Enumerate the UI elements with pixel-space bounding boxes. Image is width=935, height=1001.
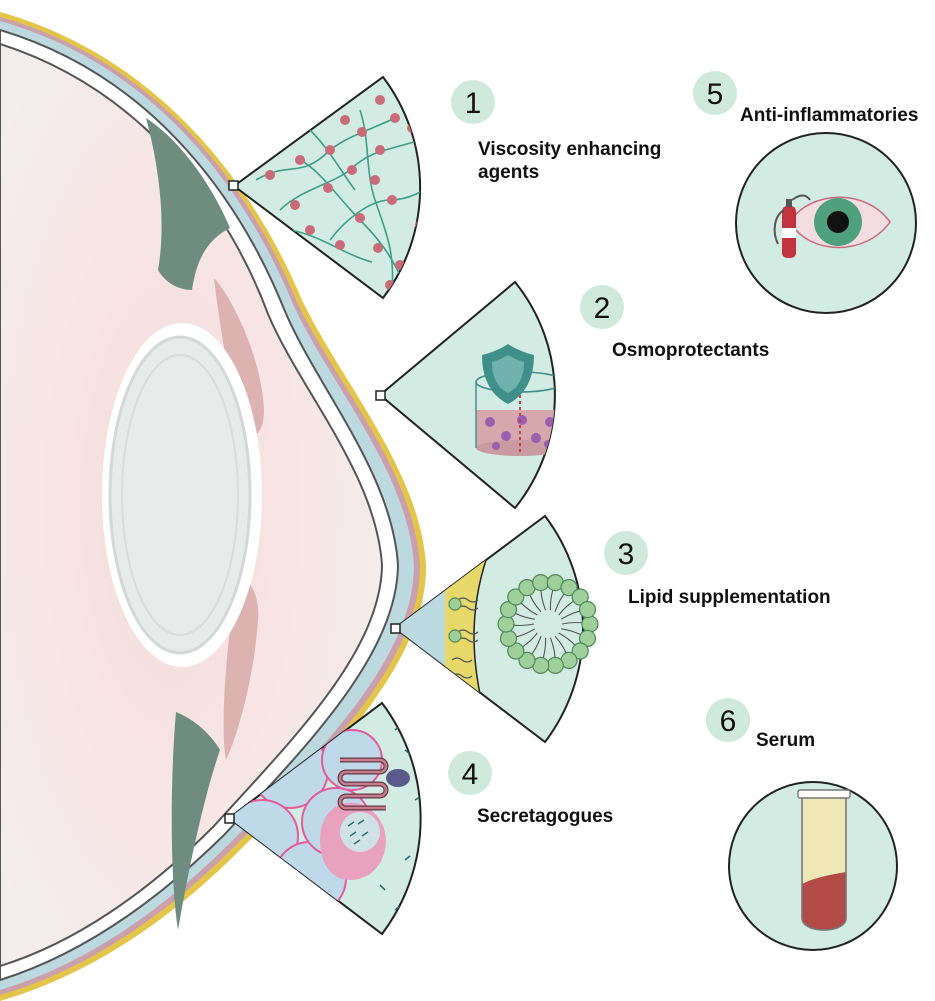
item-1: 1 Viscosity enhancing agents (451, 80, 661, 183)
label-2: Osmoprotectants (612, 340, 769, 361)
marker-viscosity (229, 181, 238, 190)
marker-osmoprotectants (376, 391, 385, 400)
number-2: 2 (594, 292, 611, 325)
label-5: Anti-inflammatories (740, 105, 918, 126)
wedge-osmoprotectants (376, 282, 564, 508)
micelle-head (501, 630, 517, 646)
wedge-osmoprotectants-shape (380, 282, 555, 508)
micelle-head (498, 616, 514, 632)
label-1-line-1: Viscosity enhancing (478, 139, 661, 160)
label-6: Serum (756, 730, 815, 751)
circle-serum (729, 782, 897, 950)
item-5: 5 Anti-inflammatories (693, 71, 918, 126)
label-3: Lipid supplementation (628, 587, 831, 608)
marker-lipid (391, 624, 400, 633)
marker-secretagogues (225, 814, 234, 823)
lens (110, 337, 250, 653)
item-2: 2 Osmoprotectants (580, 285, 769, 361)
item-6: 6 Serum (706, 698, 815, 751)
label-1-line-2: agents (478, 162, 539, 183)
micelle-head (533, 575, 549, 591)
item-3: 3 Lipid supplementation (604, 531, 831, 608)
number-1: 1 (465, 87, 482, 120)
pupil-icon (827, 211, 849, 233)
micelle-head (582, 616, 598, 632)
circle-anti-inflammatories (736, 133, 916, 313)
test-tube-icon (798, 790, 850, 930)
item-4: 4 Secretagogues (448, 751, 613, 827)
number-5: 5 (707, 78, 724, 111)
micelle-head (580, 602, 596, 618)
number-4: 4 (462, 758, 479, 791)
number-3: 3 (618, 538, 635, 571)
number-6: 6 (720, 705, 737, 738)
nucleus (386, 769, 410, 787)
label-4: Secretagogues (477, 806, 613, 827)
micelle-head (547, 657, 563, 673)
